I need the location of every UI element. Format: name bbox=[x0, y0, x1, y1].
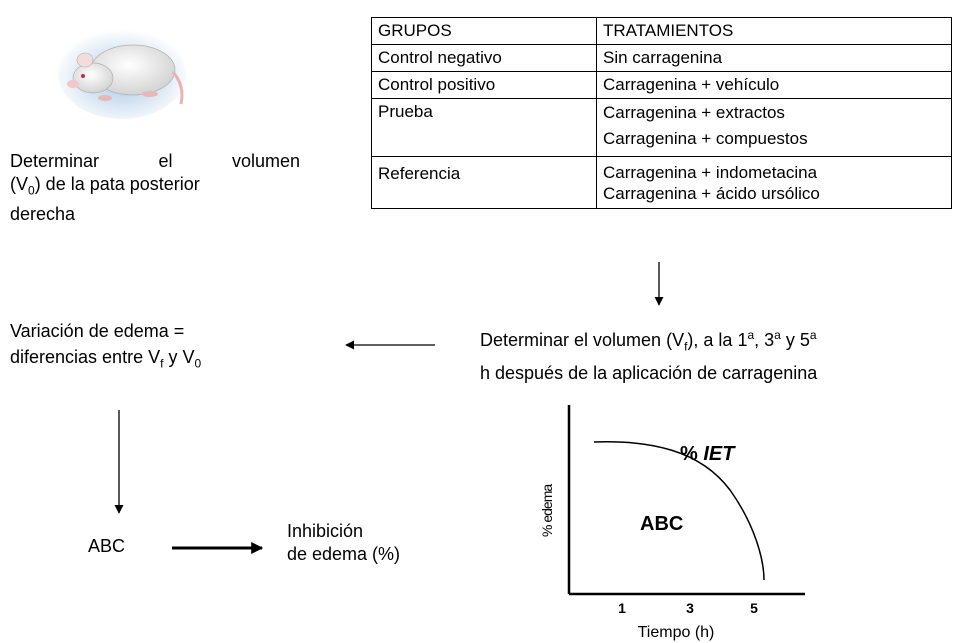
superscript: a bbox=[747, 328, 755, 342]
treatment-line: Carragenina + extractos bbox=[603, 103, 785, 122]
treatment-line: Sin carragenina bbox=[603, 48, 723, 67]
edema-chart: % IET ABC % edema 1 3 5 Tiempo (h) bbox=[539, 405, 805, 641]
treatment-line: Carragenina + vehículo bbox=[603, 75, 780, 94]
edema-inhibition: Inhibición de edema (%) bbox=[287, 520, 400, 566]
y-axis-label: % edema bbox=[539, 484, 555, 537]
description-text: ) de la pata posterior bbox=[34, 174, 200, 194]
variation-line-1: Variación de edema = bbox=[10, 321, 185, 341]
rat-image bbox=[58, 29, 186, 119]
subscript: f bbox=[684, 339, 688, 354]
description-text: (V bbox=[10, 174, 28, 194]
group-cell: Referencia bbox=[371, 156, 597, 209]
table-row: Referencia Carragenina + indometacina Ca… bbox=[371, 156, 952, 209]
description-word: volumen bbox=[231, 151, 300, 171]
text: diferencias entre V bbox=[10, 347, 161, 367]
treatment-line: Carragenina + ácido ursólico bbox=[603, 184, 820, 203]
description-word: el bbox=[158, 151, 173, 171]
group-cell: Prueba bbox=[371, 98, 597, 157]
final-volume-description: Determinar el volumen (Vf), a la 1a, 3a … bbox=[480, 322, 817, 386]
edema-variation: Variación de edema = diferencias entre V… bbox=[10, 318, 201, 377]
inhibition-line-1: Inhibición bbox=[287, 521, 364, 541]
superscript: a bbox=[774, 328, 781, 342]
text: y V bbox=[163, 347, 195, 367]
group-cell: Control positivo bbox=[371, 71, 597, 99]
treatment-cell: Carragenina + extractos Carragenina + co… bbox=[596, 98, 952, 157]
subscript: f bbox=[160, 356, 164, 371]
description-word: Determinar bbox=[10, 151, 100, 171]
variation-line-2: diferencias entre Vf y V0 bbox=[10, 344, 201, 377]
text: ), a la 1 bbox=[687, 330, 748, 350]
curve-label: % IET bbox=[680, 443, 736, 465]
groups-table: GRUPOS TRATAMIENTOS Control negativo Sin… bbox=[371, 17, 952, 209]
subscript: 0 bbox=[194, 356, 202, 371]
area-label: ABC bbox=[640, 513, 683, 535]
final-volume-line-2: h después de la aplicación de carragenin… bbox=[480, 362, 818, 383]
x-tick-label: 1 bbox=[618, 600, 626, 616]
text: Determinar el volumen (V bbox=[480, 330, 685, 350]
description-line-1: Determinar el volumen bbox=[10, 150, 300, 173]
treatment-line: Carragenina + compuestos bbox=[603, 129, 808, 148]
table-row: Control positivo Carragenina + vehículo bbox=[371, 71, 952, 99]
edema-curve bbox=[593, 441, 765, 581]
table-row: Prueba Carragenina + extractos Carrageni… bbox=[371, 98, 952, 157]
initial-volume-description: Determinar el volumen (V0) de la pata po… bbox=[10, 150, 300, 226]
text: , 3 bbox=[754, 330, 775, 350]
header-treatments: TRATAMIENTOS bbox=[596, 17, 952, 45]
final-volume-line-1: Determinar el volumen (Vf), a la 1a, 3a … bbox=[480, 322, 817, 360]
x-axis-label: Tiempo (h) bbox=[638, 624, 715, 641]
x-tick-label: 5 bbox=[750, 600, 758, 616]
table-header-row: GRUPOS TRATAMIENTOS bbox=[371, 17, 952, 45]
treatment-cell: Carragenina + indometacina Carragenina +… bbox=[596, 156, 952, 209]
abc-label: ABC bbox=[88, 536, 126, 556]
inhibition-line-2: de edema (%) bbox=[287, 544, 401, 564]
superscript: a bbox=[809, 328, 817, 342]
group-cell: Control negativo bbox=[371, 44, 597, 72]
description-line-3: derecha bbox=[10, 203, 76, 224]
subscript: 0 bbox=[28, 183, 35, 198]
treatment-line: Carragenina + indometacina bbox=[603, 163, 818, 182]
table-row: Control negativo Sin carragenina bbox=[371, 44, 952, 72]
x-tick-label: 3 bbox=[686, 600, 694, 616]
text: y 5 bbox=[780, 330, 810, 350]
description-line-2: (V0) de la pata posterior bbox=[10, 173, 300, 203]
